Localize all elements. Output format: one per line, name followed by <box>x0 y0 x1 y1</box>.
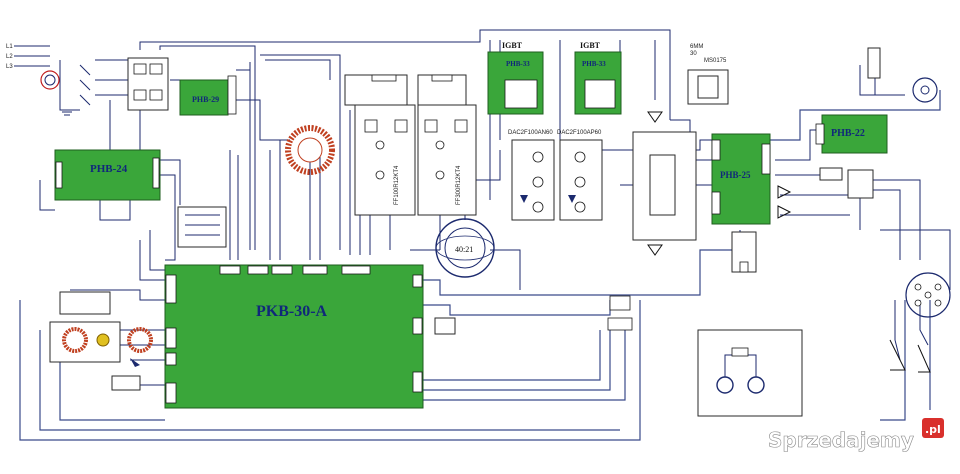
main-transformer: 40:21 <box>435 218 495 278</box>
aux-transformer <box>177 206 227 248</box>
ms-label: MS0175 <box>704 58 727 64</box>
bottom-left-components <box>49 291 153 391</box>
svg-text:L1: L1 <box>6 44 13 50</box>
ff-right-label: FF300R12KT4 <box>456 165 462 205</box>
board-pkb30a: PKB-30-A <box>164 264 424 409</box>
fan-connector <box>867 47 938 103</box>
svg-text:L3: L3 <box>6 64 13 70</box>
igbt-right-label: IGBT <box>580 41 601 50</box>
relay <box>434 295 633 335</box>
phb33-left-label: PHB-33 <box>506 60 530 68</box>
phb24-label: PHB-24 <box>90 163 128 175</box>
ff-left-label: FF100R12KT4 <box>394 165 400 205</box>
board-phb25: PHB-25 <box>711 133 792 273</box>
phb22-label: PHB-22 <box>831 128 865 139</box>
igbt-left-label: IGBT <box>502 41 523 50</box>
phb25-label: PHB-25 <box>720 170 751 180</box>
toroid-inductor <box>285 125 335 175</box>
ff-modules: FF100R12KT4 FF300R12KT4 <box>344 74 477 216</box>
board-phb29: PHB-29 <box>179 75 237 116</box>
svg-text:L2: L2 <box>6 54 13 60</box>
input-terminals: L1 L2 L3 <box>6 44 169 116</box>
output-socket <box>889 272 951 373</box>
watermark-brand: Sprzedajemy <box>768 428 914 452</box>
board-phb24: PHB-24 <box>54 149 161 201</box>
pkb30a-label: PKB-30-A <box>256 303 328 320</box>
watermark-badge <box>922 418 944 438</box>
board-phb22: PHB-22 <box>815 114 888 199</box>
capacitor-bank <box>632 111 697 256</box>
dac-right-label: DAC2F100AP60 <box>557 130 602 136</box>
mm6-label: 6MM <box>690 44 703 50</box>
legend-box <box>697 329 803 417</box>
phb29-label: PHB-29 <box>192 95 219 104</box>
phb33-right-label: PHB-33 <box>582 60 606 68</box>
dac-left-label: DAC2F100AN60 <box>508 130 553 136</box>
mm-val-label: 30 <box>690 51 697 57</box>
watermark: Sprzedajemy .pl <box>768 418 944 452</box>
current-sensor: 6MM 30 MS0175 <box>687 44 729 105</box>
igbt-section: IGBT IGBT PHB-33 PHB-33 DAC2F100AN60 DAC… <box>487 41 622 221</box>
watermark-suffix: .pl <box>925 423 941 436</box>
transformer-ratio: 40:21 <box>455 245 473 254</box>
